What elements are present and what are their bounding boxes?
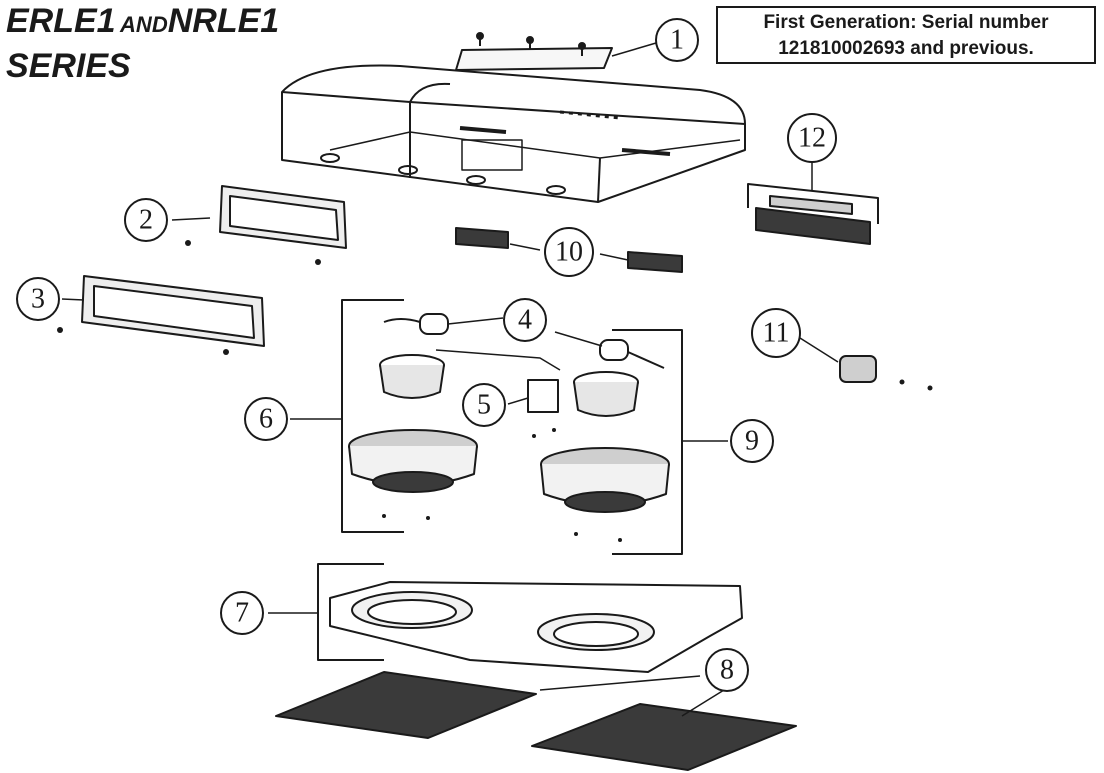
- callout-2-label: 2: [139, 205, 153, 236]
- title-model-2: NRLE1: [167, 2, 280, 40]
- callout-4-label: 4: [518, 305, 532, 336]
- title-line-2: SERIES: [6, 47, 131, 85]
- callout-5: 5: [462, 383, 506, 427]
- part-1-cover-plate: [455, 32, 613, 71]
- callout-7: 7: [220, 591, 264, 635]
- callout-12: 12: [787, 113, 837, 163]
- part-9-blower-group: [540, 329, 683, 555]
- callout-10: 10: [544, 227, 594, 277]
- part-7-bottom-pan: [317, 563, 743, 673]
- part-10-switches: [455, 227, 683, 273]
- callout-5-label: 5: [477, 390, 491, 421]
- title-and: AND: [120, 12, 168, 37]
- generation-note-line-2: 121810002693 and previous.: [778, 38, 1034, 59]
- callout-10-label: 10: [555, 237, 583, 268]
- callout-9-label: 9: [745, 426, 759, 457]
- callout-12-label: 12: [798, 123, 826, 154]
- callout-8: 8: [705, 648, 749, 692]
- part-6-blower-group: [341, 299, 478, 533]
- callout-11-label: 11: [763, 318, 790, 349]
- part-4-lamps: [383, 313, 665, 371]
- callout-2: 2: [124, 198, 168, 242]
- diagram-title: ERLE1 ANDNRLE1 SERIES: [6, 2, 279, 85]
- title-model-1: ERLE1: [6, 2, 116, 40]
- callout-6: 6: [244, 397, 288, 441]
- callout-3: 3: [16, 277, 60, 321]
- callout-11: 11: [751, 308, 801, 358]
- callout-7-label: 7: [235, 598, 249, 629]
- callout-8-label: 8: [720, 655, 734, 686]
- part-5-capacitor: [527, 379, 559, 438]
- callout-6-label: 6: [259, 404, 273, 435]
- part-8-grease-filters: [275, 671, 797, 771]
- part-3-light-bar: [57, 275, 265, 355]
- part-12-control-board: [747, 183, 879, 245]
- leader-lines: [61, 42, 839, 717]
- callout-3-label: 3: [31, 284, 45, 315]
- part-11-damper: [839, 355, 933, 391]
- callout-1-label: 1: [670, 25, 684, 56]
- callout-1: 1: [655, 18, 699, 62]
- part-2-light-bar: [185, 185, 347, 265]
- title-line-1: ERLE1 ANDNRLE1: [6, 2, 279, 47]
- generation-note-line-1: First Generation: Serial number: [763, 12, 1049, 33]
- callout-4: 4: [503, 298, 547, 342]
- callout-9: 9: [730, 419, 774, 463]
- generation-note: First Generation: Serial number 12181000…: [716, 6, 1096, 64]
- hood-body: [281, 64, 746, 203]
